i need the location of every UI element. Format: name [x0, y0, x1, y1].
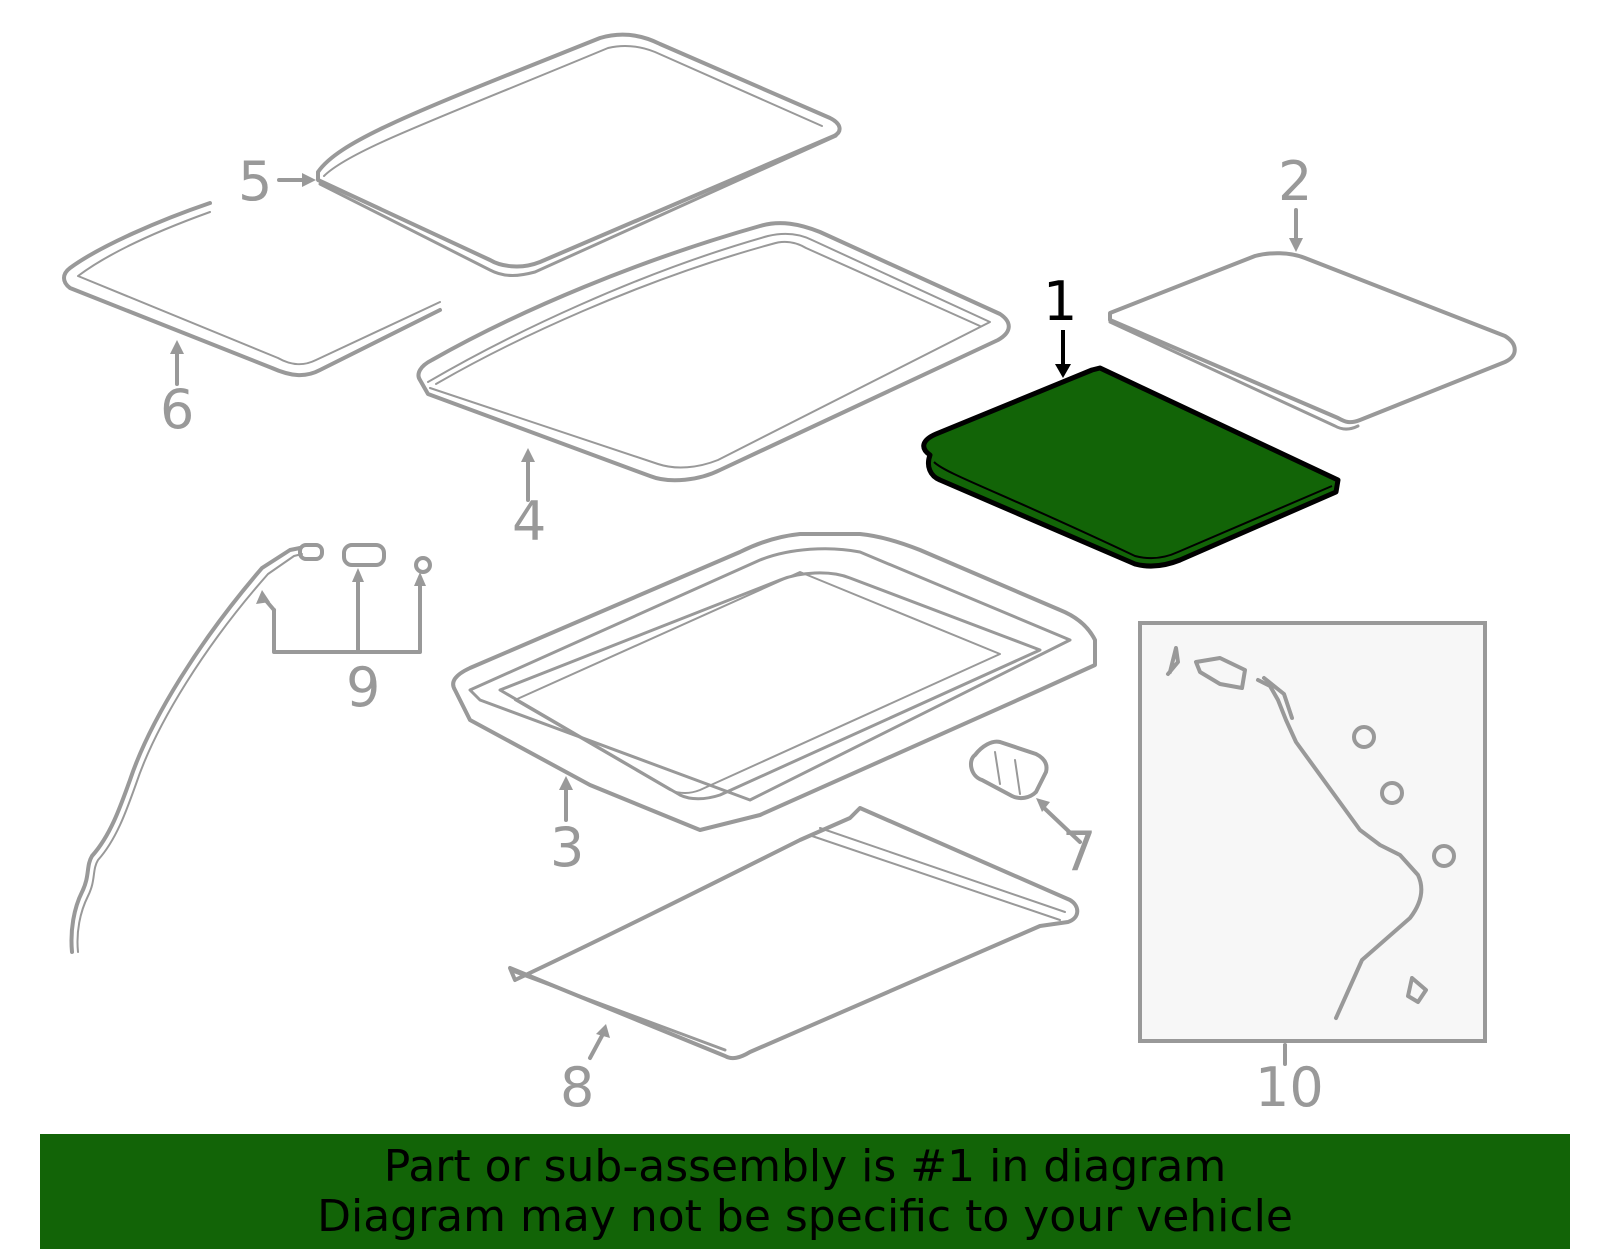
leader-line-1 [1055, 330, 1071, 378]
callout-9[interactable]: 9 [346, 656, 380, 719]
banner-line-2: Diagram may not be specific to your vehi… [317, 1190, 1293, 1242]
callout-8[interactable]: 8 [560, 1056, 594, 1119]
callout-7[interactable]: 7 [1062, 820, 1096, 883]
part-5-seal[interactable] [316, 32, 842, 277]
callout-4[interactable]: 4 [512, 490, 546, 553]
part-3-frame[interactable] [451, 532, 1097, 832]
part-10-inset-box[interactable] [1138, 621, 1487, 1060]
callout-5[interactable]: 5 [238, 150, 272, 213]
banner-line-1: Part or sub-assembly is #1 in diagram [383, 1140, 1227, 1192]
callout-3[interactable]: 3 [550, 816, 584, 879]
callout-10[interactable]: 10 [1255, 1056, 1324, 1119]
info-banner: Part or sub-assembly is #1 in diagram Di… [40, 1134, 1570, 1249]
leader-lines [175, 178, 1298, 1066]
part-4-weatherstrip[interactable] [416, 221, 1011, 483]
callout-1[interactable]: 1 [1043, 270, 1077, 333]
part-1-sunroof-glass[interactable] [921, 365, 1341, 569]
part-6-trim[interactable] [62, 201, 442, 377]
part-9-drain-hose[interactable] [69, 543, 432, 954]
part-8-sunshade[interactable] [508, 806, 1080, 1061]
part-7-motor[interactable] [968, 739, 1049, 801]
callout-6[interactable]: 6 [160, 378, 194, 441]
callout-2[interactable]: 2 [1278, 150, 1312, 213]
part-2-glass-panel[interactable] [1108, 251, 1517, 431]
